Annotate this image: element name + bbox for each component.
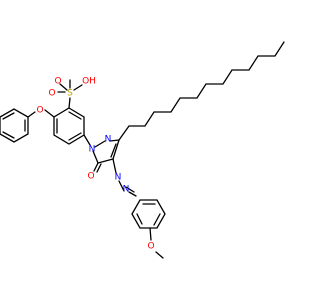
ring-nitrogen-label-1: N — [89, 145, 96, 155]
sulfophenyl-ring — [44, 97, 91, 146]
hydroxyl-label: OH — [82, 77, 96, 87]
hexadecyl-chain — [118, 41, 285, 141]
sulfur-atom-label: S — [67, 89, 73, 99]
ring-nitrogen-label-2: N — [105, 135, 112, 145]
pyrazolone-ring — [92, 139, 120, 173]
structure-canvas: S OH O O O N N O N N O — [0, 41, 285, 259]
sulfonyl-oxygen-label-1: O — [48, 89, 55, 99]
azo-nitrogen-label-1: N — [115, 173, 122, 183]
carbonyl-oxygen-label: O — [87, 172, 94, 182]
methoxyphenyl-ring — [131, 199, 166, 259]
methoxy-oxygen-label: O — [147, 242, 154, 252]
ether-oxygen-label: O — [36, 106, 43, 116]
azo-linkage — [112, 158, 137, 197]
sulfonic-acid-group — [57, 79, 83, 93]
azo-nitrogen-label-2: N — [123, 185, 130, 195]
molecule-structure: S OH O O O N N O N N O — [0, 41, 285, 259]
sulfonyl-oxygen-label-2: O — [54, 77, 61, 87]
phenoxy-ring — [0, 108, 36, 143]
